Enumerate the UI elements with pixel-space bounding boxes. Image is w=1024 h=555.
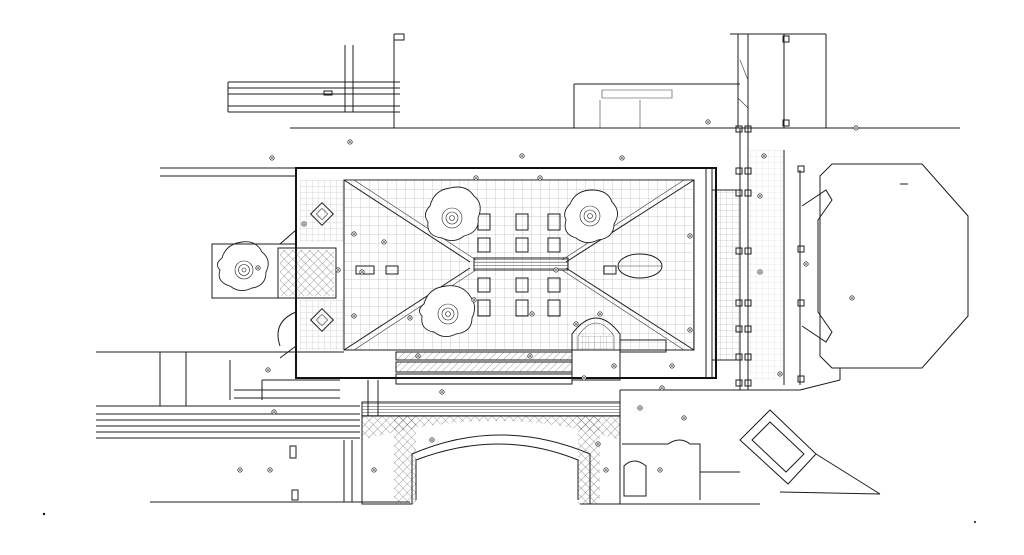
bottom-right-buildings <box>580 368 880 504</box>
tree-west-wing <box>217 242 268 291</box>
east-paved-zone <box>712 150 784 380</box>
level-marker-dot <box>599 313 601 315</box>
level-marker-dot <box>779 373 781 375</box>
level-marker-dot <box>555 269 557 271</box>
level-markers <box>238 120 858 472</box>
level-marker-dot <box>257 267 259 269</box>
level-marker-dot <box>759 195 761 197</box>
hatched-archway <box>362 380 620 504</box>
level-marker-dot <box>661 387 663 389</box>
level-marker-dot <box>239 469 241 471</box>
level-marker-dot <box>659 469 661 471</box>
level-marker-dot <box>373 469 375 471</box>
west-wing <box>160 168 344 358</box>
central-plaza <box>296 168 716 378</box>
level-marker-dot <box>271 157 273 159</box>
street-lines-bottom-left <box>96 352 410 502</box>
level-marker-dot <box>531 313 533 315</box>
level-marker-dot <box>683 417 685 419</box>
level-marker-dot <box>475 177 477 179</box>
level-marker-dot <box>855 127 857 129</box>
level-marker-dot <box>431 439 433 441</box>
street-lines-top-left <box>228 45 400 112</box>
level-marker-dot <box>671 365 673 367</box>
lower-bands <box>362 352 620 416</box>
arched-pavilion <box>572 318 666 380</box>
level-marker-dot <box>473 299 475 301</box>
octagon-building <box>802 164 968 368</box>
column-posts <box>736 126 804 386</box>
level-marker-dot <box>689 329 691 331</box>
level-marker-dot <box>361 271 363 273</box>
level-marker-dot <box>639 407 641 409</box>
level-marker-dot <box>529 355 531 357</box>
level-marker-dot <box>349 141 351 143</box>
level-marker-dot <box>763 155 765 157</box>
level-marker-dot <box>689 235 691 237</box>
level-marker-dot <box>441 391 443 393</box>
level-marker-dot <box>759 271 761 273</box>
plaza-benches <box>478 214 560 316</box>
level-marker-dot <box>273 411 275 413</box>
tree-north-west <box>425 187 480 241</box>
level-marker-dot <box>417 355 419 357</box>
level-marker-dot <box>521 155 523 157</box>
level-marker-dot <box>851 297 853 299</box>
level-marker-dot <box>621 157 623 159</box>
level-marker-dot <box>353 233 355 235</box>
level-marker-dot <box>605 469 607 471</box>
plaza-trees <box>217 187 617 337</box>
level-marker-dot <box>269 469 271 471</box>
level-marker-dot <box>383 241 385 243</box>
level-marker-dot <box>805 263 807 265</box>
level-marker-dot <box>597 443 599 445</box>
level-marker-dot <box>707 121 709 123</box>
level-marker-dot <box>337 269 339 271</box>
level-marker-dot <box>409 317 411 319</box>
tree-south-west <box>419 286 474 337</box>
level-marker-dot <box>613 365 615 367</box>
level-marker-dot <box>353 315 355 317</box>
level-marker-dot <box>575 323 577 325</box>
level-marker-dot <box>539 177 541 179</box>
tree-north-east <box>565 190 618 243</box>
level-marker-dot <box>303 223 305 225</box>
level-marker-dot <box>267 369 269 371</box>
level-marker-dot <box>583 377 585 379</box>
building-block-top <box>290 34 740 128</box>
